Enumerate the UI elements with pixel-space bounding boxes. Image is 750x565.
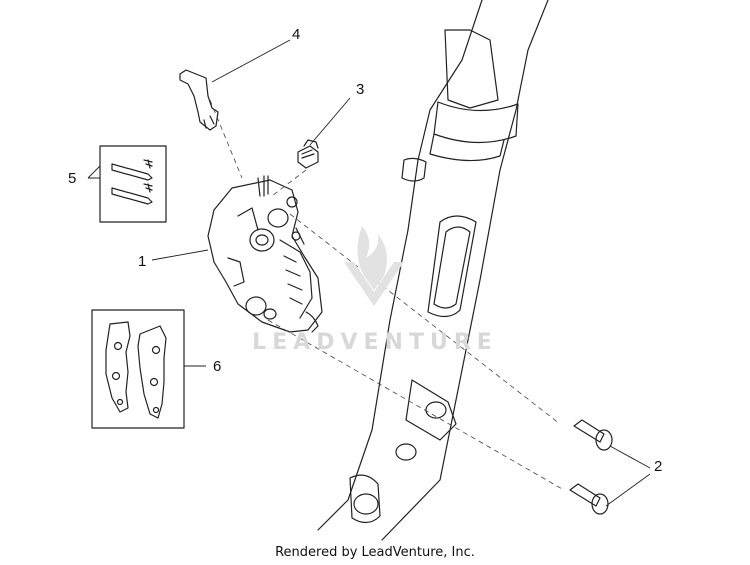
bleed-valve <box>297 139 319 169</box>
fork-leg <box>317 0 549 541</box>
callout-2: 2 <box>654 458 663 475</box>
callout-6: 6 <box>213 358 222 375</box>
pin-clip <box>179 69 219 131</box>
brake-pads-kit <box>91 309 185 429</box>
callout-1: 1 <box>138 253 147 270</box>
pad-pins-kit <box>99 145 167 223</box>
callout-3: 3 <box>356 81 365 98</box>
callout-5: 5 <box>68 170 77 187</box>
watermark-text: LEADVENTURE <box>252 330 498 355</box>
alignment-lines <box>209 99 565 491</box>
footer-credit: Rendered by LeadVenture, Inc. <box>275 545 475 560</box>
mounting-bolts <box>569 419 613 515</box>
leader-lines <box>87 39 651 507</box>
brake-caliper <box>207 175 323 333</box>
callout-4: 4 <box>292 26 301 43</box>
watermark-logo <box>344 226 404 306</box>
